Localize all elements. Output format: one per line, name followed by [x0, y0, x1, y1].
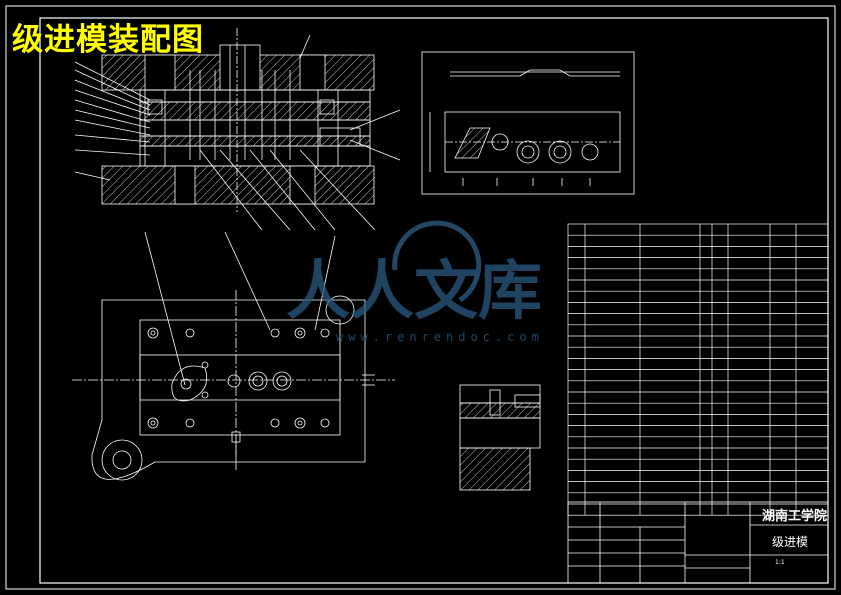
school-name: 湖南工学院: [762, 509, 828, 524]
title-block: [567, 501, 829, 584]
scale-value: 1:1: [775, 559, 785, 566]
watermark-logo: [392, 220, 482, 303]
bom-table: [567, 223, 829, 516]
strip-layout-view: [421, 51, 635, 195]
outer-border: [5, 5, 836, 590]
drawing-title: 级进模装配图: [12, 22, 204, 58]
plan-view: [72, 231, 395, 481]
drawing-name: 级进模: [772, 535, 809, 549]
watermark-url: www.renrendoc.com: [336, 330, 544, 344]
section-b-view: [459, 384, 541, 491]
main-section-view: [74, 28, 401, 231]
watermark-text: 人人文库: [286, 255, 542, 329]
